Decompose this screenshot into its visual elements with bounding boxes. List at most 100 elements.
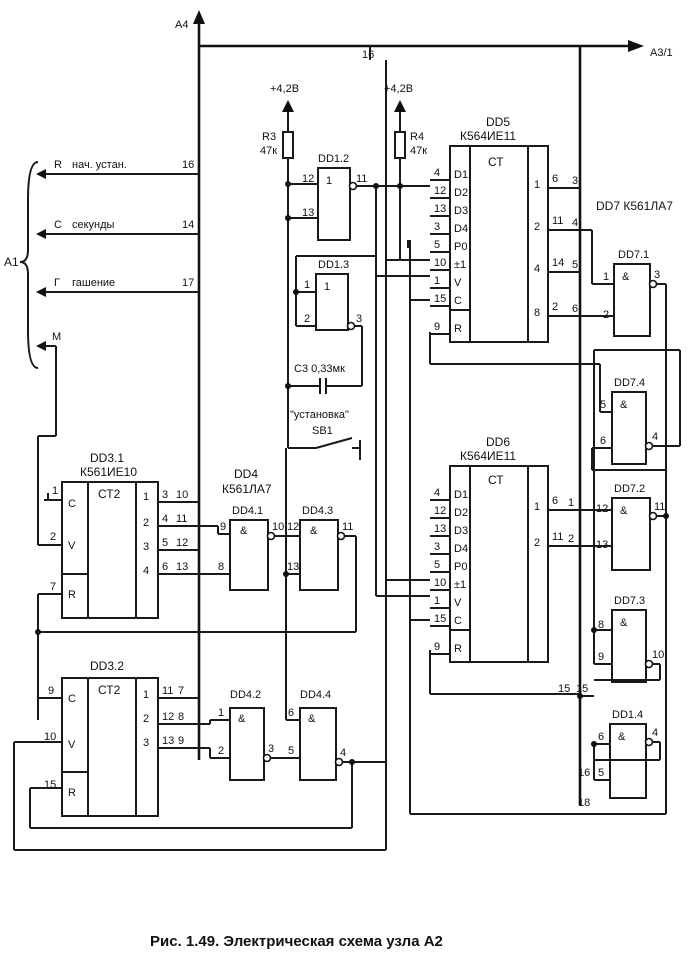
wire-pin: 6 <box>572 303 578 315</box>
gate-dd4-2: DD4.2 & 1 2 3 <box>218 689 300 781</box>
dd3-1-in-r: R <box>68 589 76 601</box>
dd3-2-pin: 13 <box>162 735 174 747</box>
wire-pin: 11 <box>176 513 187 525</box>
dd6-name: DD6 <box>486 435 510 449</box>
dd3-2-in-v: V <box>68 739 76 751</box>
dd4-4-in1: 6 <box>288 707 294 719</box>
main-bus: A4 A3/1 16 <box>175 10 673 805</box>
dd4-4-sym: & <box>308 713 316 725</box>
dd5-out-pin: 2 <box>552 301 558 313</box>
dd3-2-out: 2 <box>143 713 149 725</box>
dd5-in-V: V <box>454 277 462 289</box>
dd3-2-pin-v: 10 <box>44 731 56 743</box>
dd3-2-name: DD3.2 <box>90 659 124 673</box>
dd4-3-sym: & <box>310 525 318 537</box>
switch-sb1: "установка" SB1 <box>288 409 361 460</box>
bus-label-a3: A3/1 <box>650 47 673 59</box>
dd7-2-out: 11 <box>654 501 665 513</box>
dd3-2-in-c: С <box>68 693 76 705</box>
dd5-out-4: 4 <box>534 263 540 275</box>
dd6-in-D1: D1 <box>454 489 468 501</box>
connector-a1: A1 R нач. устан. 16 С секунды 14 Г гашен… <box>4 159 199 546</box>
dd4-4-name: DD4.4 <box>300 689 331 701</box>
wire-pin: 12 <box>176 537 188 549</box>
wire-pin: 7 <box>178 685 184 697</box>
dd5-out-8: 8 <box>534 307 540 319</box>
capacitor-c3: С3 0,33мк <box>288 363 362 394</box>
dd1-3-in2: 2 <box>304 313 310 325</box>
dd3-2-out: 1 <box>143 689 149 701</box>
connector-label-r: нач. устан. <box>72 159 127 171</box>
connector-label-c: секунды <box>72 219 115 231</box>
dd7-1-name: DD7.1 <box>618 249 649 261</box>
dd3-1-in-v: V <box>68 540 76 552</box>
connector-letter-g: Г <box>54 277 60 289</box>
r4-name: R4 <box>410 131 424 143</box>
dd7-3-out: 10 <box>652 649 664 661</box>
dd3-1-in-c: С <box>68 498 76 510</box>
resistor-r3: +4,2В R3 47к <box>260 83 299 448</box>
dd1-2-sym: 1 <box>326 175 332 187</box>
dd4-3-out: 11 <box>342 521 353 533</box>
dd6-in-pin: 13 <box>434 523 446 535</box>
dd6-in-pin: 15 <box>434 613 446 625</box>
wire-pin: 15 <box>576 683 588 695</box>
dd5-in-D3: D3 <box>454 205 468 217</box>
dd6-in-pin: 9 <box>434 641 440 653</box>
dd3-1-out: 2 <box>143 517 149 529</box>
dd5-in-D2: D2 <box>454 187 468 199</box>
dd1-4-name: DD1.4 <box>612 709 643 721</box>
wire-pin: 15 <box>558 683 570 695</box>
connector-label-g: гашение <box>72 277 115 289</box>
dd4-3-in2: 13 <box>287 561 299 573</box>
wire-pin: 16 <box>578 767 590 779</box>
wire-pin: 5 <box>572 259 578 271</box>
dd3-1-out: 1 <box>143 491 149 503</box>
dd5-type: К564ИЕ11 <box>460 129 516 143</box>
dd1-2-in2: 13 <box>302 207 314 219</box>
dd3-1-pin: 5 <box>162 537 168 549</box>
dd5-ct: СТ <box>488 155 504 169</box>
dd5-in-pin: 12 <box>434 185 446 197</box>
dd4-1-out: 10 <box>272 521 284 533</box>
gate-dd7-4: DD7.4 & 5 6 4 <box>591 349 681 664</box>
dd5-in-pin: 3 <box>434 221 440 233</box>
dd4-4-out: 4 <box>340 747 346 759</box>
dd7-2-name: DD7.2 <box>614 483 645 495</box>
dd3-1-pin: 3 <box>162 489 168 501</box>
dd3-1-name: DD3.1 <box>90 451 124 465</box>
dd7-1-sym: & <box>622 271 630 283</box>
dd1-4-in2: 5 <box>598 767 604 779</box>
dd1-2-in1: 12 <box>302 173 314 185</box>
dd3-2-pin: 11 <box>162 685 173 697</box>
counter-dd3-2: DD3.2 СТ2 С V R 9 10 15 1 2 3 11 12 13 7… <box>13 659 386 851</box>
counter-dd6: DD6 К564ИЕ11 СТ D14D212D313D43P05±110V1C… <box>430 435 563 663</box>
dd4-1-sym: & <box>240 525 248 537</box>
dd6-in-P0: P0 <box>454 561 467 573</box>
wire-pin: 13 <box>176 561 188 573</box>
dd-to-dd7-wiring: 3 4 5 6 1 2 <box>548 175 614 547</box>
sb1-name: SB1 <box>312 425 333 437</box>
dd4-2-sym: & <box>238 713 246 725</box>
wire-pin: 2 <box>568 533 574 545</box>
connector-pin-17: 17 <box>182 277 194 289</box>
connector-pin-14: 14 <box>182 219 194 231</box>
dd4-2-out: 3 <box>268 743 274 755</box>
dd1-3-sym: 1 <box>324 281 330 293</box>
dd3-1-pin-r: 7 <box>50 581 56 593</box>
wire-pin: 1 <box>568 497 574 509</box>
resistor-r4: +4,2В R4 47к <box>384 83 427 189</box>
wire-pin: 18 <box>578 797 590 809</box>
dd7-title: DD7 К561ЛА7 <box>596 199 673 213</box>
dd6-out-pin: 6 <box>552 495 558 507</box>
dd6-in-pin: 4 <box>434 487 440 499</box>
dd6-in-R: R <box>454 643 462 655</box>
gate-dd7-3: DD7.3 & 8 9 10 <box>591 595 664 683</box>
dd1-3-in1: 1 <box>304 279 310 291</box>
dd7-1-in1: 1 <box>603 271 609 283</box>
r3-value: 47к <box>260 145 277 157</box>
r3-name: R3 <box>262 131 276 143</box>
dd7-4-in1: 5 <box>600 399 606 411</box>
connector-letter-c: С <box>54 219 62 231</box>
